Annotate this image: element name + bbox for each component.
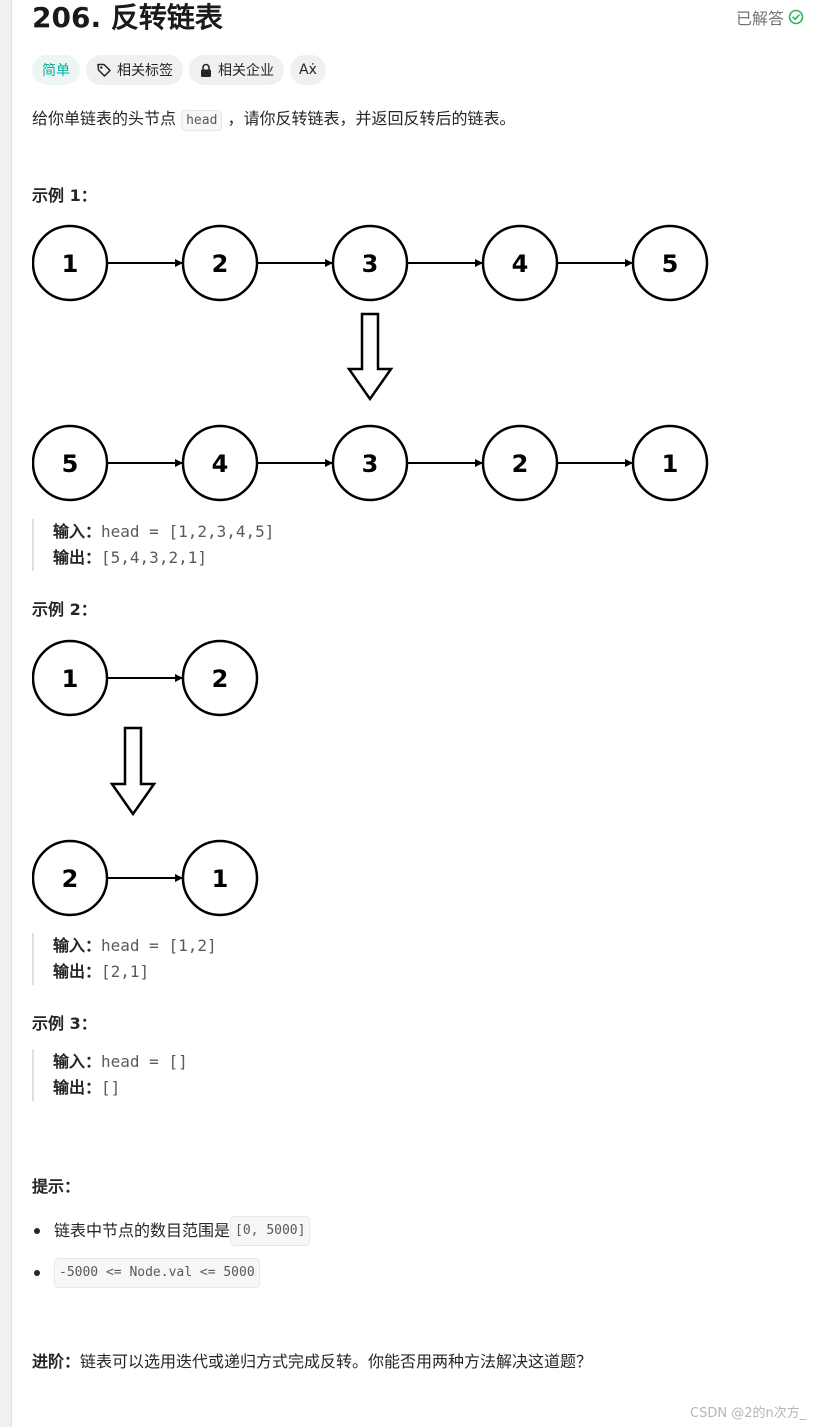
node-value: 2 — [212, 250, 229, 278]
output-value: [5,4,3,2,1] — [101, 548, 207, 567]
input-label: 输入： — [53, 936, 102, 955]
hint-item: -5000 <= Node.val <= 5000 — [32, 1258, 260, 1288]
output-value: [2,1] — [101, 962, 150, 981]
list-node: 3 — [331, 224, 409, 302]
node-value: 1 — [662, 450, 679, 478]
output-label: 输出： — [53, 548, 102, 567]
node-value: 2 — [62, 865, 79, 893]
hint-code: [0, 5000] — [230, 1216, 311, 1246]
example-1-output: 输出：[5,4,3,2,1] — [53, 545, 274, 571]
hints-heading: 提示： — [32, 1177, 81, 1196]
example-2-heading: 示例 2： — [32, 600, 97, 619]
down-arrow-icon — [109, 726, 157, 817]
example-1-io: 输入：head = [1,2,3,4,5] 输出：[5,4,3,2,1] — [32, 519, 274, 571]
hint-text: 链表中节点的数目范围是 — [54, 1221, 231, 1240]
example-2-input: 输入：head = [1,2] — [53, 933, 217, 959]
solved-status-label: 已解答 — [736, 9, 785, 28]
example-1-heading: 示例 1： — [32, 186, 97, 205]
solved-status: 已解答 — [736, 5, 804, 29]
list-node: 4 — [481, 224, 559, 302]
input-label: 输入： — [53, 522, 102, 541]
list-node: 2 — [181, 639, 259, 717]
list-node: 2 — [481, 424, 559, 502]
companies-tag-label: 相关企业 — [218, 63, 274, 79]
lock-icon — [199, 63, 213, 78]
node-value: 1 — [62, 665, 79, 693]
node-value: 1 — [212, 865, 229, 893]
input-value: head = [1,2] — [101, 936, 217, 955]
output-label: 输出： — [53, 1078, 102, 1097]
list-node: 5 — [32, 424, 109, 502]
example-3-heading: 示例 3： — [32, 1014, 97, 1033]
list-node: 4 — [181, 424, 259, 502]
translate-icon: Aẋ — [299, 62, 317, 78]
statement-text-2: ，请你反转链表，并返回反转后的链表。 — [222, 109, 516, 128]
node-value: 4 — [512, 250, 529, 278]
example-3-io: 输入：head = [] 输出：[] — [32, 1049, 188, 1101]
hint-item: 链表中节点的数目范围是 [0, 5000] — [32, 1216, 311, 1246]
node-value: 2 — [212, 665, 229, 693]
statement-text-1: 给你单链表的头节点 — [32, 109, 182, 128]
watermark: CSDN @2的n次方_ — [690, 1406, 807, 1421]
list-node: 1 — [32, 639, 109, 717]
node-value: 3 — [362, 250, 379, 278]
tag-icon — [96, 62, 112, 78]
difficulty-badge[interactable]: 简单 — [32, 55, 80, 85]
input-label: 输入： — [53, 1052, 102, 1071]
example-2-output: 输出：[2,1] — [53, 959, 217, 985]
node-value: 3 — [362, 450, 379, 478]
left-panel-edge — [0, 0, 12, 1427]
example-3-input: 输入：head = [] — [53, 1049, 188, 1075]
example-1-input: 输入：head = [1,2,3,4,5] — [53, 519, 274, 545]
down-arrow-icon — [346, 312, 394, 402]
example-2-diagram: 1 2 2 1 — [32, 639, 259, 917]
problem-title: 206. 反转链表 — [32, 1, 223, 34]
tag-bar: 简单 相关标签 相关企业 Aẋ — [32, 55, 326, 85]
example-2-io: 输入：head = [1,2] 输出：[2,1] — [32, 933, 217, 985]
follow-up-text: 链表可以选用迭代或递归方式完成反转。你能否用两种方法解决这道题？ — [80, 1352, 593, 1371]
problem-statement: 给你单链表的头节点 head ，请你反转链表，并返回反转后的链表。 — [32, 107, 516, 133]
example-1-diagram: 1 2 3 4 5 5 4 3 2 1 — [32, 224, 709, 502]
list-node: 5 — [631, 224, 709, 302]
node-value: 5 — [62, 450, 79, 478]
example-3-output: 输出：[] — [53, 1075, 188, 1101]
list-node: 2 — [32, 839, 109, 917]
node-value: 1 — [62, 250, 79, 278]
list-node: 1 — [631, 424, 709, 502]
input-value: head = [1,2,3,4,5] — [101, 522, 275, 541]
translate-button[interactable]: Aẋ — [290, 55, 326, 85]
list-node: 2 — [181, 224, 259, 302]
follow-up-label: 进阶： — [32, 1352, 81, 1371]
check-circle-icon — [788, 9, 804, 25]
follow-up: 进阶：链表可以选用迭代或递归方式完成反转。你能否用两种方法解决这道题？ — [32, 1350, 592, 1374]
head-code: head — [181, 110, 223, 131]
bullet-icon — [34, 1228, 40, 1234]
output-label: 输出： — [53, 962, 102, 981]
output-value: [] — [101, 1078, 121, 1097]
list-node: 3 — [331, 424, 409, 502]
node-value: 2 — [512, 450, 529, 478]
bullet-icon — [34, 1270, 40, 1276]
list-node: 1 — [32, 224, 109, 302]
list-node: 1 — [181, 839, 259, 917]
difficulty-label: 简单 — [42, 63, 70, 79]
topics-tag-label: 相关标签 — [117, 63, 173, 79]
node-value: 5 — [662, 250, 679, 278]
input-value: head = [] — [101, 1052, 188, 1071]
companies-tag-button[interactable]: 相关企业 — [189, 55, 284, 85]
topics-tag-button[interactable]: 相关标签 — [86, 55, 183, 85]
node-value: 4 — [212, 450, 229, 478]
hint-code: -5000 <= Node.val <= 5000 — [54, 1258, 260, 1288]
